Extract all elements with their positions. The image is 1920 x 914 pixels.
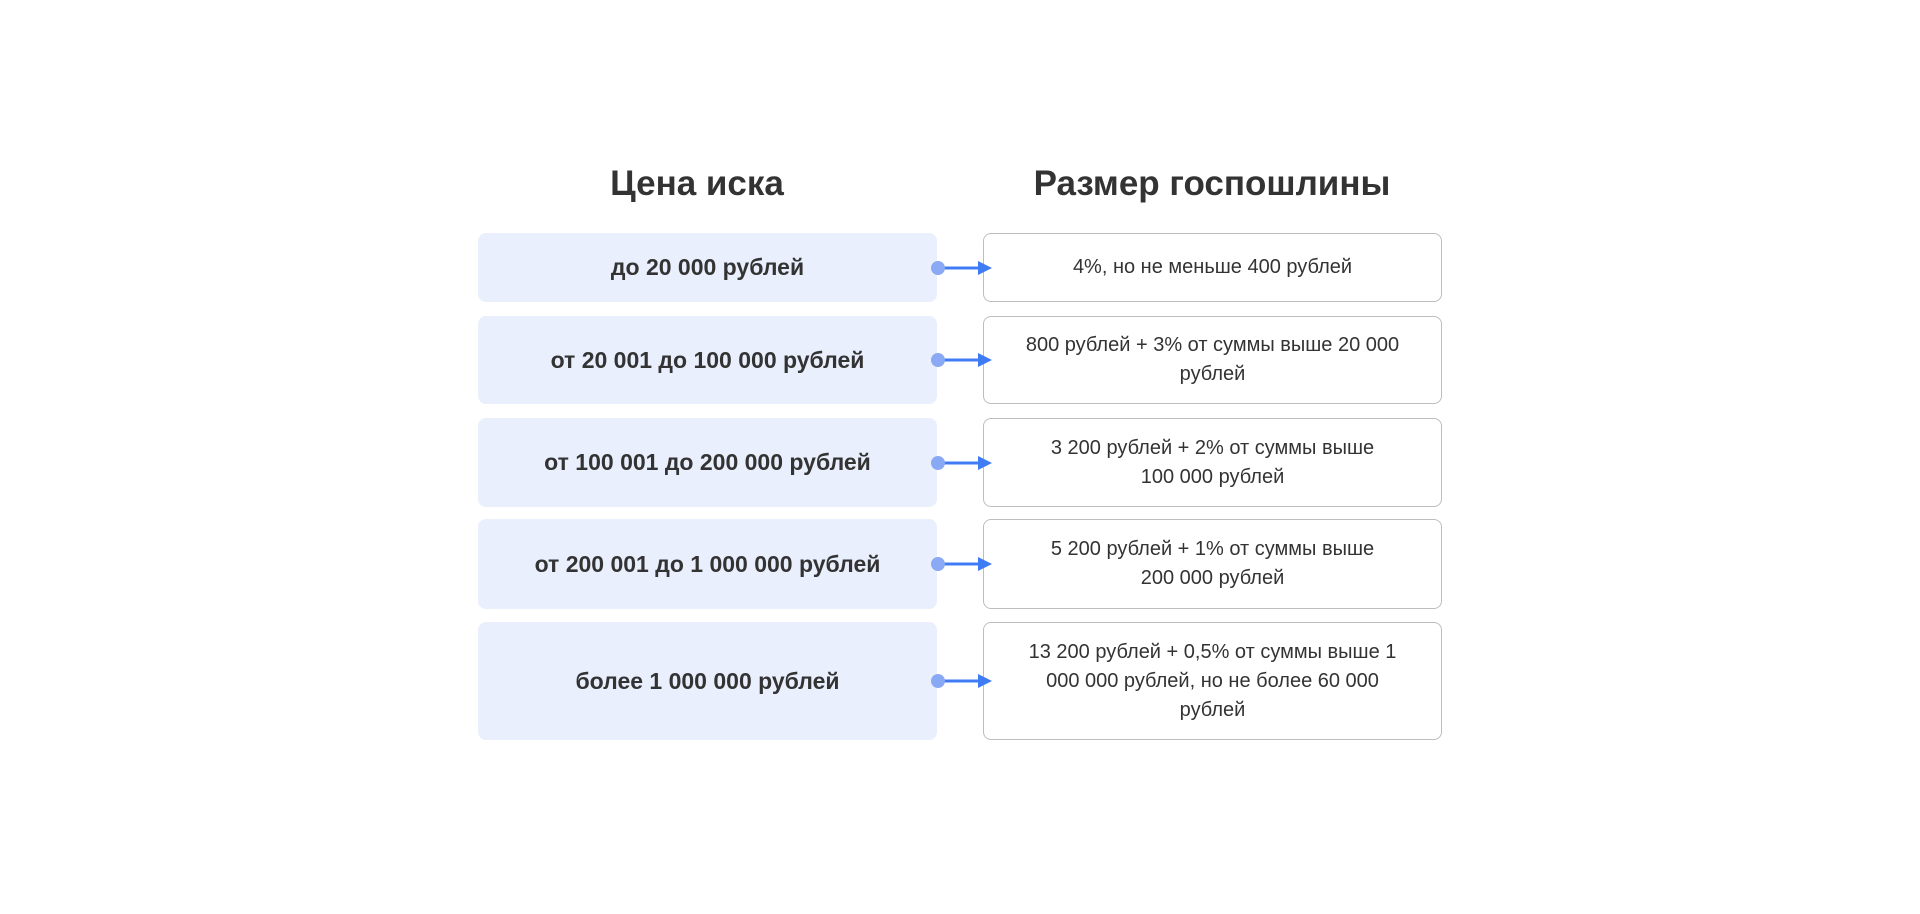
price-range-box: до 20 000 рублей — [478, 233, 937, 302]
fee-text: 3 200 рублей + 2% от суммы выше 100 000 … — [1050, 436, 1375, 488]
fee-box: 13 200 рублей + 0,5% от суммы выше 1 000… — [983, 622, 1442, 740]
arrow-icon — [931, 674, 992, 688]
fee-text: 5 200 рублей + 1% от суммы выше 200 000 … — [1050, 538, 1375, 589]
fee-text: 13 200 рублей + 0,5% от суммы выше 1 000… — [1028, 640, 1397, 721]
fee-text: 4%, но не меньше 400 рублей — [1072, 256, 1353, 278]
price-range-box: более 1 000 000 рублей — [478, 622, 937, 740]
fee-box: 5 200 рублей + 1% от суммы выше 200 000 … — [983, 519, 1442, 609]
arrow-icon — [931, 557, 992, 571]
fee-text: 800 рублей + 3% от суммы выше 20 000 руб… — [1025, 334, 1400, 385]
fee-box: 4%, но не меньше 400 рублей — [983, 233, 1442, 302]
price-range-box: от 100 001 до 200 000 рублей — [478, 418, 937, 507]
fee-box: 3 200 рублей + 2% от суммы выше 100 000 … — [983, 418, 1442, 507]
price-range-box: от 200 001 до 1 000 000 рублей — [478, 519, 937, 609]
arrow-icon — [931, 455, 992, 470]
price-range-box: от 20 001 до 100 000 рублей — [478, 316, 937, 404]
header-price: Цена иска — [610, 164, 784, 203]
fee-box: 800 рублей + 3% от суммы выше 20 000 руб… — [983, 316, 1442, 404]
arrow-icon — [931, 353, 992, 367]
arrow-icon — [931, 260, 992, 275]
header-fee: Размер госпошлины — [1033, 164, 1391, 203]
